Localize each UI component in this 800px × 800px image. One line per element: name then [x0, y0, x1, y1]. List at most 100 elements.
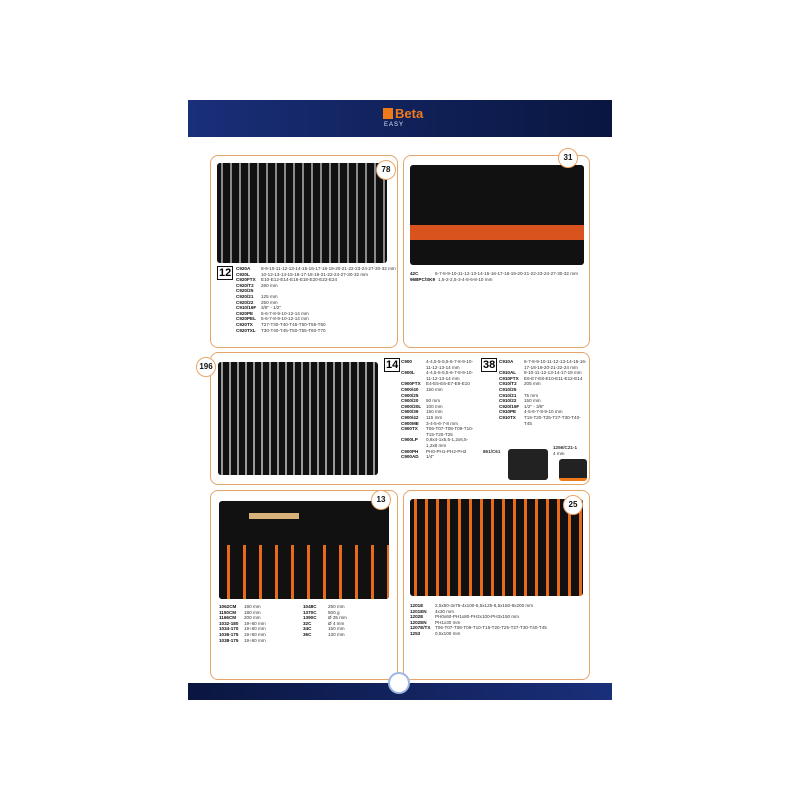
article-code: C920L	[236, 271, 250, 277]
article-code: 96BPC/SK9	[410, 276, 436, 282]
article-code: C920/25	[236, 288, 254, 294]
spec-row: C900ME 3-4-5-6-7-8 mm	[401, 421, 476, 427]
article-spec: Ø 35 mm	[328, 615, 347, 621]
article-code: C910TX	[499, 414, 516, 420]
spec-row: C920L 10-12-13-14-15-16-17-18-19-21-22-24…	[236, 272, 396, 278]
spec-row: C910/25	[499, 387, 587, 393]
article-code: C910PE	[499, 409, 517, 415]
article-code: 34C	[303, 626, 312, 632]
kit-spec: 4 mm	[553, 451, 565, 456]
article-spec: 2,5x50-3x75-4x100-5,5x125-6,5x150-8x200 …	[435, 603, 534, 608]
article-code: C900ME	[401, 420, 419, 426]
article-code: C900LP	[401, 437, 418, 443]
bit-case-image	[559, 459, 587, 481]
article-code: 1370C	[303, 609, 317, 615]
article-code: C910AL	[499, 370, 517, 376]
panel-screwdrivers: 1201E 2,5x50-3x75-4x100-5,5x125-6,5x150-8…	[403, 490, 590, 680]
article-code: 1150CM	[219, 609, 237, 615]
article-code: 32C	[303, 620, 312, 626]
article-spec: T06-T07-T08-T09-T10-T15-T20-T25-T27-T30-…	[435, 625, 547, 631]
tray-image	[410, 499, 583, 596]
brand: Beta	[395, 106, 424, 121]
article-code: C900/25	[401, 392, 419, 398]
article-spec: 3-4-5-6-7-8 mm	[426, 420, 458, 426]
article-code: C900	[401, 359, 412, 364]
article-spec: 100 mm	[426, 403, 443, 409]
article-code: C920/21	[236, 293, 254, 299]
article-spec: E10-E12-E14-E16-E18-E20-E22-E24	[261, 277, 338, 283]
article-spec: 3/8" - 1/2"	[261, 305, 282, 311]
beta-logo: Beta	[383, 106, 423, 121]
article-spec: 150 mm	[524, 398, 541, 404]
spec-row: 1034-170 19÷60 mm	[219, 626, 297, 632]
article-spec: PH1x30 mm	[435, 619, 461, 625]
article-code: 1062CM	[219, 604, 237, 609]
article-spec: 150 mm	[328, 626, 345, 632]
spec-list: C900 4-4,5-5-5,5-6-7-8-9-10-11-12-13-14 m…	[401, 359, 476, 460]
article-code: C900/20L	[401, 403, 422, 409]
article-spec: 150 mm	[426, 409, 443, 415]
article-spec: 115 mm	[426, 414, 443, 420]
article-spec: E4-E5-E6-E7-E8-E10	[426, 381, 470, 387]
article-spec: 4-5-6-7-8-9-10 mm	[524, 409, 563, 415]
article-spec: 4-4,5-5-5,5-6-7-8-9-10-11-12-13-14 mm	[426, 359, 473, 370]
drive-size: 38	[481, 358, 498, 372]
spec-row: C920/21 125 mm	[236, 294, 396, 300]
article-spec: 250 mm	[261, 299, 278, 305]
kit-code: 1256/C21-1	[553, 445, 578, 450]
article-spec: 1,5-2-2,5-3-4-5-6-8-10 mm	[438, 276, 493, 282]
article-code: 1201E	[410, 603, 424, 608]
article-code: C920A	[236, 266, 251, 271]
article-code: 1034-170	[219, 626, 239, 632]
article-code: 1032-180	[219, 620, 239, 626]
article-spec: 0,5x100 mm	[435, 630, 461, 636]
article-code: C900TX	[401, 426, 418, 432]
article-code: C910FTX	[499, 375, 519, 381]
bit-box-image	[508, 449, 548, 480]
piece-count-badge: 196	[196, 357, 216, 377]
article-spec: 150 mm	[426, 386, 443, 392]
piece-count-badge: 25	[563, 495, 583, 515]
article-spec: 19÷60 mm	[244, 637, 266, 643]
article-code: C900/42	[401, 414, 419, 420]
article-spec: 125 mm	[261, 293, 278, 299]
article-spec: 500 g	[328, 609, 340, 615]
article-spec: 19÷60 mm	[244, 626, 266, 632]
article-spec: 260 mm	[261, 282, 278, 288]
article-spec: 19÷60 mm	[244, 631, 266, 637]
article-spec: 10-12-13-14-15-16-17-18-19-21-22-24-27-3…	[261, 271, 368, 277]
article-spec: 6-7-8-9-10-11-12-13-14-15-16-17-18-19-20…	[524, 359, 587, 370]
